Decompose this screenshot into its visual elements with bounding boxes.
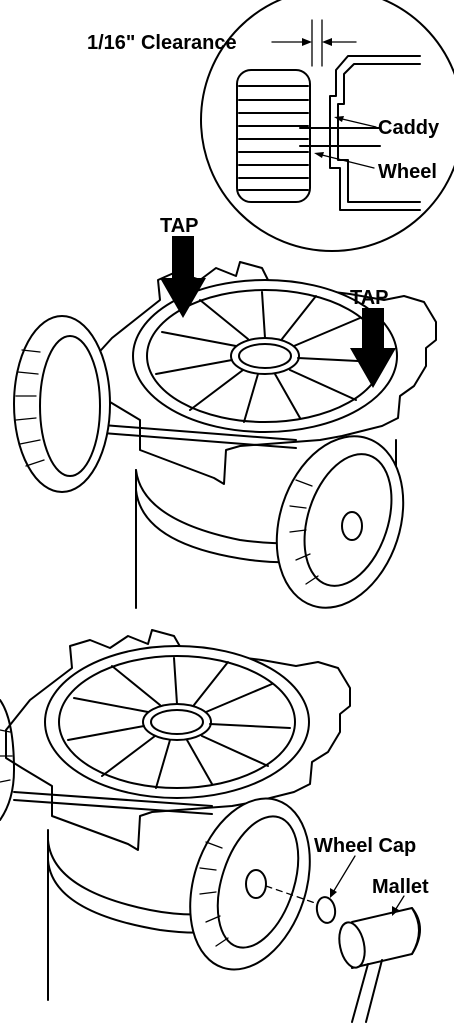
clearance-detail-inset (200, 0, 454, 252)
clearance-label: 1/16" Clearance (87, 32, 237, 54)
detail-caddy-profile (329, 55, 421, 211)
right-wheel (275, 435, 405, 609)
caddy-label: Caddy (378, 117, 440, 139)
mallet-label: Mallet (372, 876, 429, 898)
platform-spokes (155, 291, 379, 423)
platform-spokes-bottom (67, 657, 291, 789)
tap-arrow-left (160, 236, 206, 318)
tap-arrow-right (350, 308, 396, 388)
wheel-label: Wheel (378, 161, 437, 183)
bottom-wheel (189, 797, 311, 971)
wheel-cap (315, 896, 337, 924)
detail-wheel-tread (236, 69, 311, 203)
mallet (338, 895, 421, 1023)
tap-label-left: TAP (160, 215, 199, 237)
left-wheel (13, 315, 111, 493)
caddy-tap-illustration (13, 236, 437, 609)
wheel-cap-label: Wheel Cap (314, 835, 416, 857)
tap-label-right: TAP (350, 287, 389, 309)
wheel-cap-illustration (0, 629, 421, 1023)
